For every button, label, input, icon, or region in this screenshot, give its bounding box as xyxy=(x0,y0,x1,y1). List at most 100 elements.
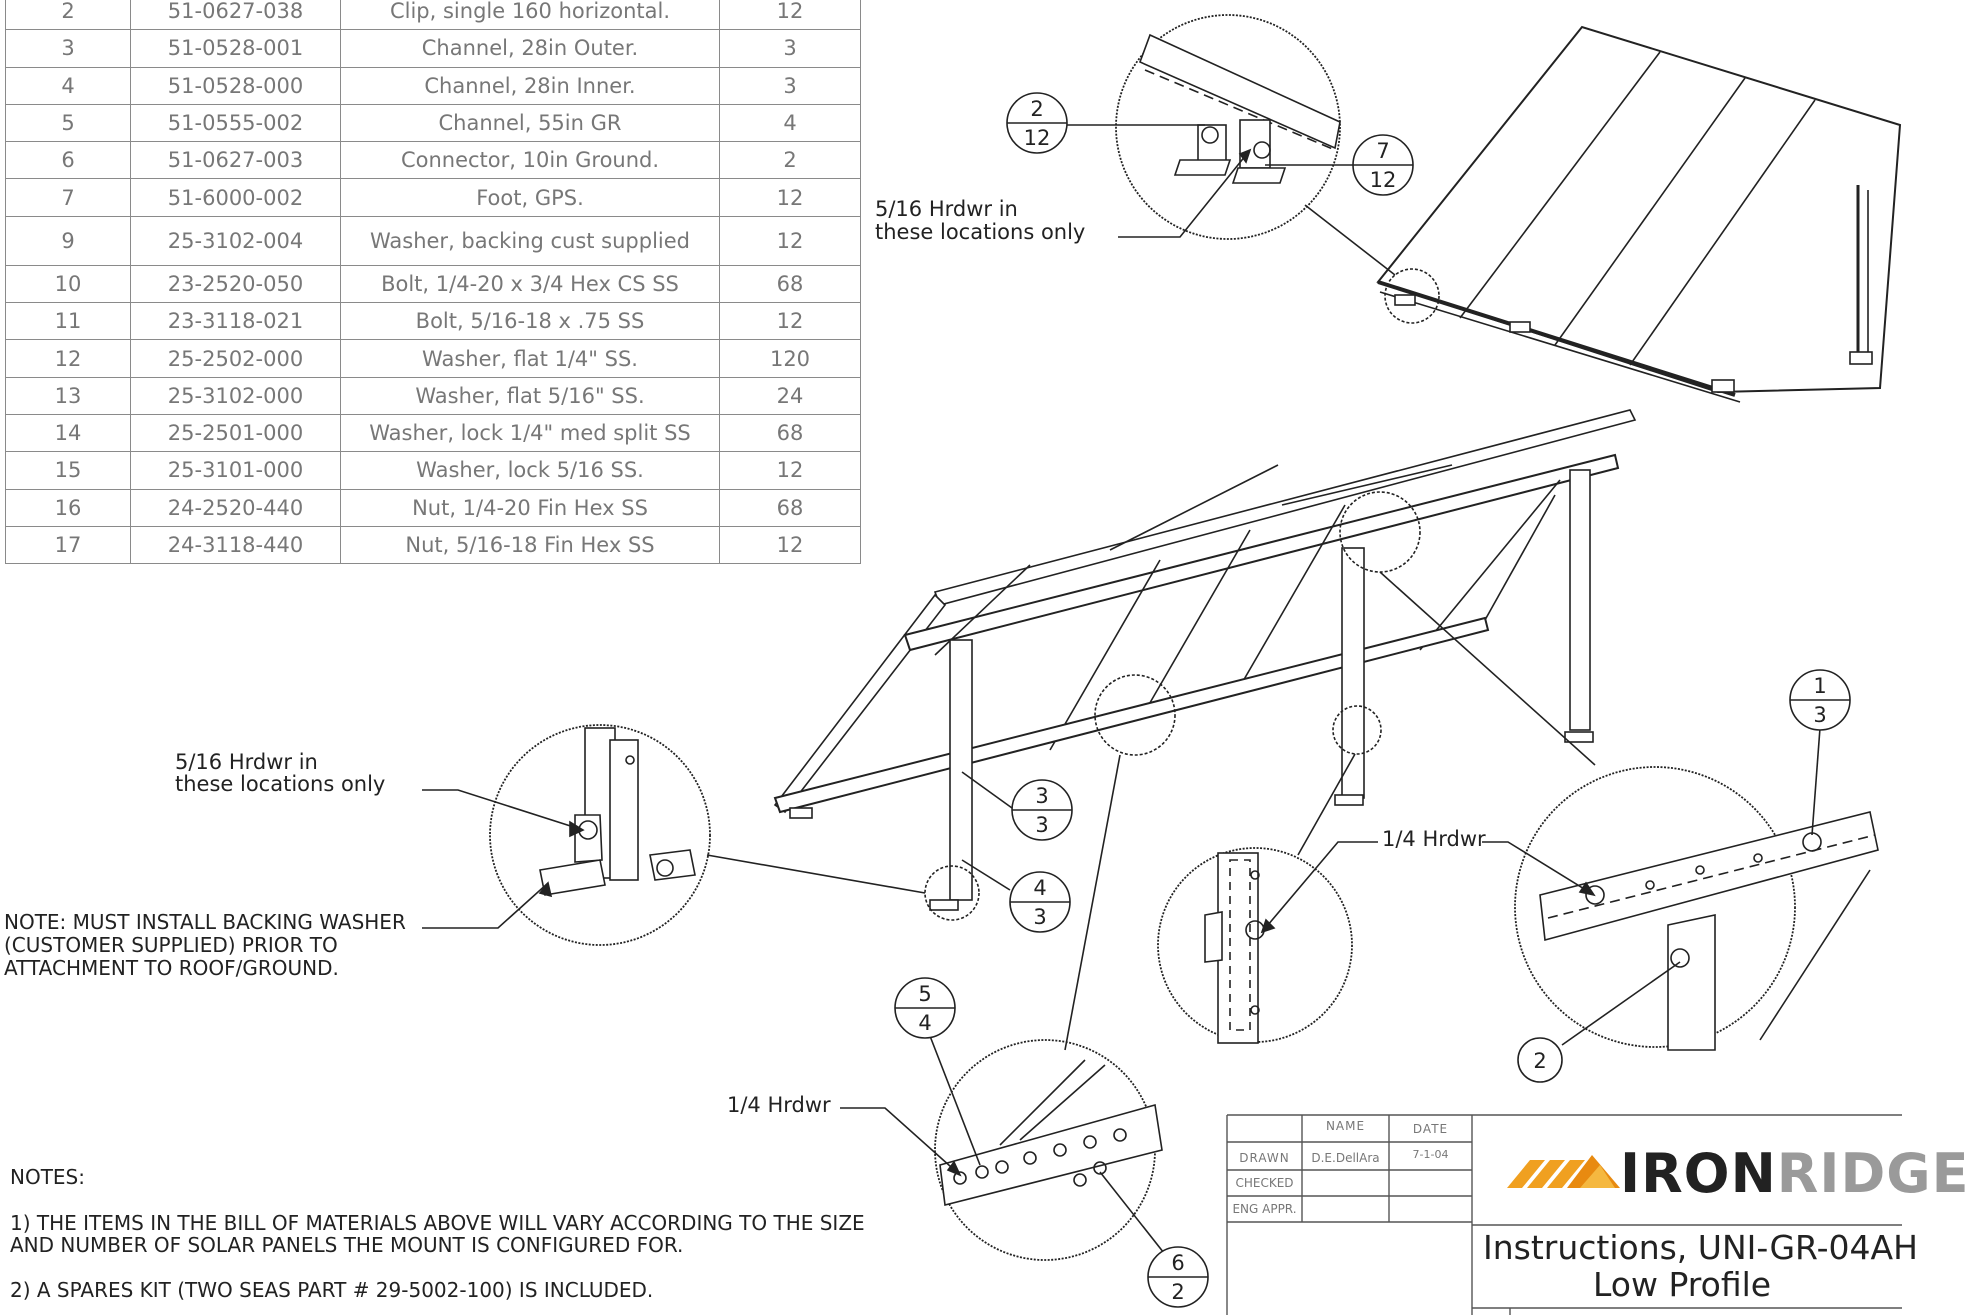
bom-description: Nut, 1/4-20 Fin Hex SS xyxy=(340,488,720,527)
detail-circle-middle xyxy=(1157,847,1353,1044)
bom-part-number: 25-3102-004 xyxy=(130,215,341,266)
bom-part-number: 23-2520-050 xyxy=(130,264,341,304)
backing-washer-note-line2: (CUSTOMER SUPPLIED) PRIOR TO xyxy=(4,933,338,957)
mount-assembly-perspective xyxy=(706,409,1637,1051)
bom-quantity: 12 xyxy=(719,302,861,341)
bom-quantity: 2 xyxy=(719,141,861,180)
panel-array-perspective-top xyxy=(1304,25,1902,403)
hrdwr-5-16-top-label-line1: 5/16 Hrdwr in xyxy=(875,197,1018,221)
detail-circle-top xyxy=(1115,14,1341,240)
bom-item-number: 4 xyxy=(5,66,131,105)
detail-circle-left xyxy=(489,724,711,946)
bom-description: Washer, flat 1/4" SS. xyxy=(340,339,720,378)
title-block-grid xyxy=(1226,1114,1902,1315)
balloon-2-12-top: 2 xyxy=(1030,97,1043,121)
hrdwr-1-4-middle-label: 1/4 Hrdwr xyxy=(1382,827,1486,851)
bom-description: Channel, 28in Outer. xyxy=(340,29,720,68)
bom-quantity: 3 xyxy=(719,66,861,105)
note-1-line2: AND NUMBER OF SOLAR PANELS THE MOUNT IS … xyxy=(10,1233,684,1257)
bom-item-number: 12 xyxy=(5,339,131,378)
bom-description: Bolt, 1/4-20 x 3/4 Hex CS SS xyxy=(340,264,720,304)
bom-quantity: 120 xyxy=(719,339,861,378)
bom-description: Channel, 55in GR xyxy=(340,103,720,143)
balloon-labels: 2 12 7 12 1 3 3 3 4 3 5 4 6 2 2 xyxy=(918,97,1826,1304)
bom-item-number: 13 xyxy=(5,376,131,415)
hrdwr-5-16-left-label-line2: these locations only xyxy=(175,772,386,796)
bom-part-number: 51-0528-001 xyxy=(130,29,341,68)
balloon-1-3-bottom: 3 xyxy=(1813,703,1826,727)
bom-description: Connector, 10in Ground. xyxy=(340,141,720,180)
balloon-4-3-top: 4 xyxy=(1033,876,1046,900)
title-block-drawn-name: D.E.DellAra xyxy=(1311,1151,1380,1165)
notes-heading: NOTES: xyxy=(10,1165,85,1189)
bom-quantity: 12 xyxy=(719,525,861,565)
hrdwr-5-16-left-label-line1: 5/16 Hrdwr in xyxy=(175,750,318,774)
bom-description: Nut, 5/16-18 Fin Hex SS xyxy=(340,525,720,565)
bom-item-number: 16 xyxy=(5,488,131,527)
assembly-drawing xyxy=(422,14,1902,1315)
bom-description: Washer, lock 5/16 SS. xyxy=(340,451,720,490)
balloon-6-2-top: 6 xyxy=(1171,1251,1184,1275)
title-block-drawn-date: 7-1-04 xyxy=(1412,1148,1449,1161)
balloon-5-4-top: 5 xyxy=(918,982,931,1006)
balloon-6-2-bottom: 2 xyxy=(1171,1280,1184,1304)
balloon-1-3-top: 1 xyxy=(1813,674,1826,698)
balloon-2-12-bottom: 12 xyxy=(1024,126,1051,150)
bom-quantity: 3 xyxy=(719,29,861,68)
detail-circle-bottom xyxy=(934,1039,1163,1261)
title-block-date-header: DATE xyxy=(1412,1122,1449,1136)
backing-washer-note-line3: ATTACHMENT TO ROOF/GROUND. xyxy=(4,956,339,980)
note-2: 2) A SPARES KIT (TWO SEAS PART # 29-5002… xyxy=(10,1278,654,1302)
bom-description: Bolt, 5/16-18 x .75 SS xyxy=(340,302,720,341)
balloon-4-3-bottom: 3 xyxy=(1033,905,1046,929)
title-block-name-header: NAME xyxy=(1325,1119,1366,1133)
bom-quantity: 68 xyxy=(719,488,861,527)
bom-quantity: 12 xyxy=(719,215,861,266)
hrdwr-5-16-top-label-line2: these locations only xyxy=(875,220,1086,244)
detail-circle-right xyxy=(1514,766,1879,1051)
ironridge-logo-mark xyxy=(1507,1155,1620,1188)
balloon-7-12-top: 7 xyxy=(1376,139,1389,163)
balloon-3-3-bottom: 3 xyxy=(1035,813,1048,837)
bom-part-number: 23-3118-021 xyxy=(130,302,341,341)
bom-item-number: 2 xyxy=(5,0,131,31)
bom-part-number: 25-2502-000 xyxy=(130,339,341,378)
balloon-shapes xyxy=(894,92,1851,1308)
bom-item-number: 9 xyxy=(5,215,131,266)
drawing-subtitle: Low Profile xyxy=(1593,1265,1772,1304)
note-1-line1: 1) THE ITEMS IN THE BILL OF MATERIALS AB… xyxy=(10,1211,865,1235)
title-block-checked-label: CHECKED xyxy=(1235,1176,1294,1190)
ironridge-logo-text: IRONRIDGE xyxy=(1620,1142,1970,1205)
bom-item-number: 15 xyxy=(5,451,131,490)
balloon-3-3-top: 3 xyxy=(1035,784,1048,808)
balloon-2-single: 2 xyxy=(1533,1049,1546,1073)
bom-quantity: 12 xyxy=(719,178,861,217)
bom-description: Washer, backing cust supplied xyxy=(340,215,720,266)
bom-item-number: 14 xyxy=(5,413,131,453)
balloon-7-12-bottom: 12 xyxy=(1370,168,1397,192)
annotation-leaders xyxy=(422,124,1821,1268)
balloon-5-4-bottom: 4 xyxy=(918,1011,931,1035)
bom-quantity: 68 xyxy=(719,264,861,304)
bom-part-number: 25-3101-000 xyxy=(130,451,341,490)
bom-description: Channel, 28in Inner. xyxy=(340,66,720,105)
bom-part-number: 51-0528-000 xyxy=(130,66,341,105)
drawing-title: Instructions, UNI-GR-04AH xyxy=(1483,1228,1918,1267)
bom-item-number: 3 xyxy=(5,29,131,68)
bom-description: Foot, GPS. xyxy=(340,178,720,217)
bom-part-number: 51-0555-002 xyxy=(130,103,341,143)
hrdwr-1-4-bottom-label: 1/4 Hrdwr xyxy=(727,1093,831,1117)
